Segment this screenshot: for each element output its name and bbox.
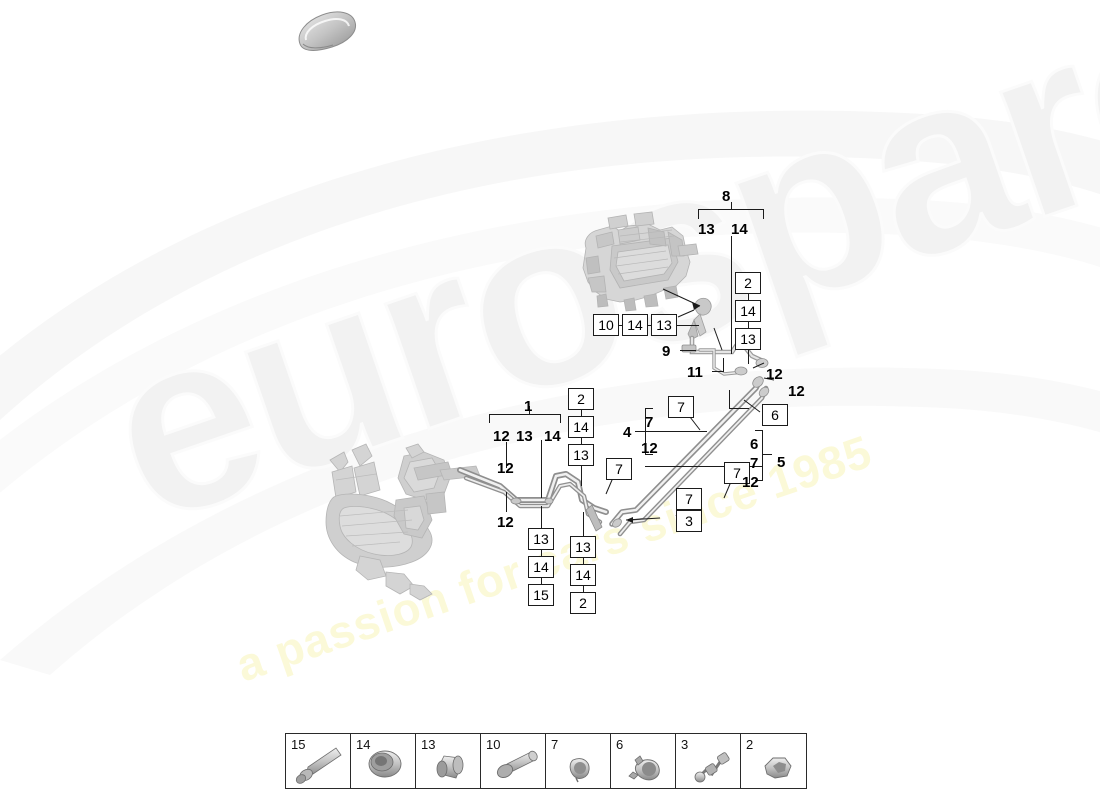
callout-box-14[interactable]: 14 [735, 300, 761, 322]
leader-11-up [723, 358, 724, 372]
callout-box-13[interactable]: 13 [528, 528, 554, 550]
callout-label-12[interactable]: 12 [493, 428, 510, 445]
legend-number: 13 [421, 737, 436, 752]
leader-6-up [729, 390, 730, 408]
legend-number: 2 [746, 737, 754, 752]
leader-13-tr-down [748, 350, 749, 364]
legend-cell-15[interactable]: 15 [286, 734, 351, 788]
callout-label-14[interactable]: 14 [731, 221, 748, 238]
bracket-1-right [560, 414, 561, 423]
callout-box-13[interactable]: 13 [570, 536, 596, 558]
hex-bolt-icon [496, 750, 538, 778]
legend-number: 7 [551, 737, 559, 752]
callout-label-13[interactable]: 13 [698, 221, 715, 238]
callout-box-10[interactable]: 10 [593, 314, 619, 336]
callout-box-6[interactable]: 6 [762, 404, 788, 426]
small-clamp-icon [569, 758, 590, 783]
leader-9 [680, 350, 696, 351]
grommet-icon [368, 750, 402, 778]
leader-12-l2 [506, 492, 507, 512]
leader-13-to-part [677, 325, 699, 326]
leader-6-line [729, 408, 749, 409]
legend-number: 10 [486, 737, 501, 752]
upper-engine-assembly [582, 211, 699, 312]
callout-label-12[interactable]: 12 [497, 514, 514, 531]
leader-8-down [731, 236, 732, 354]
bracket-5-cap-top [755, 430, 763, 431]
callout-label-12[interactable]: 12 [497, 460, 514, 477]
callout-label-13[interactable]: 13 [516, 428, 533, 445]
legend-number: 15 [291, 737, 306, 752]
leader-13-bl-up [541, 506, 542, 528]
callout-label-8[interactable]: 8 [722, 188, 731, 205]
lower-subframe-assembly [325, 443, 481, 601]
bracket-4-divider [645, 431, 707, 432]
legend-cell-13[interactable]: 13 [416, 734, 481, 788]
callout-box-2[interactable]: 2 [735, 272, 761, 294]
long-bolt-icon [295, 747, 342, 784]
bracket-1-left [489, 414, 490, 423]
callout-box-14[interactable]: 14 [528, 556, 554, 578]
heat-shield-pad-part [298, 11, 357, 51]
callout-label-14[interactable]: 14 [544, 428, 561, 445]
callout-box-15[interactable]: 15 [528, 584, 554, 606]
bracket-clamp-icon [628, 755, 660, 781]
callout-label-7[interactable]: 7 [645, 414, 654, 431]
legend-cell-6[interactable]: 6 [611, 734, 676, 788]
callout-label-11[interactable]: 11 [687, 364, 703, 381]
bracket-8-left [698, 209, 699, 219]
leader-13-mid-down [581, 466, 582, 486]
legend-number: 6 [616, 737, 624, 752]
legend-number: 14 [356, 737, 371, 752]
callout-box-14[interactable]: 14 [570, 564, 596, 586]
callout-box-14[interactable]: 14 [568, 416, 594, 438]
callout-box-14[interactable]: 14 [622, 314, 648, 336]
bracket-8-right [763, 209, 764, 219]
callout-box-7[interactable]: 7 [606, 458, 632, 480]
legend-cell-3[interactable]: 3 [676, 734, 741, 788]
callout-box-2[interactable]: 2 [568, 388, 594, 410]
upper-bracket-assembly [687, 297, 712, 341]
callout-label-12[interactable]: 12 [742, 474, 759, 491]
callout-label-6[interactable]: 6 [750, 436, 759, 453]
callout-box-3[interactable]: 3 [676, 510, 702, 532]
lower-main-pipe [457, 467, 609, 532]
legend-cell-14[interactable]: 14 [351, 734, 416, 788]
callout-label-4[interactable]: 4 [623, 424, 632, 441]
leader-14-b1-down [541, 440, 542, 498]
callout-box-13[interactable]: 13 [651, 314, 677, 336]
callout-label-7[interactable]: 7 [750, 455, 759, 472]
callout-box-7[interactable]: 7 [676, 488, 702, 510]
bracket-5-right [762, 430, 763, 480]
callout-label-12[interactable]: 12 [641, 440, 658, 457]
bracket-4-cap-top [645, 408, 653, 409]
nut-icon [764, 757, 792, 779]
callout-box-7[interactable]: 7 [668, 396, 694, 418]
callout-label-12[interactable]: 12 [788, 383, 805, 400]
leader-5 [762, 454, 772, 455]
legend-cell-7[interactable]: 7 [546, 734, 611, 788]
leader-8 [731, 202, 732, 210]
callout-box-13[interactable]: 13 [735, 328, 761, 350]
legend-cell-2[interactable]: 2 [741, 734, 806, 788]
callout-label-9[interactable]: 9 [662, 343, 671, 360]
bushing-icon [436, 755, 464, 779]
callout-box-2[interactable]: 2 [570, 592, 596, 614]
leader-13-bm-up [583, 512, 584, 536]
callout-box-13[interactable]: 13 [568, 444, 594, 466]
legend-number: 3 [681, 737, 689, 752]
legend-cell-10[interactable]: 10 [481, 734, 546, 788]
callout-label-12[interactable]: 12 [766, 366, 783, 383]
leader-4 [635, 431, 645, 432]
callout-label-5[interactable]: 5 [777, 454, 786, 471]
parts-legend-strip: 15 14 13 10 7 6 3 2 [285, 733, 807, 789]
callout-label-1[interactable]: 1 [524, 398, 533, 415]
connector-icon [694, 752, 730, 783]
